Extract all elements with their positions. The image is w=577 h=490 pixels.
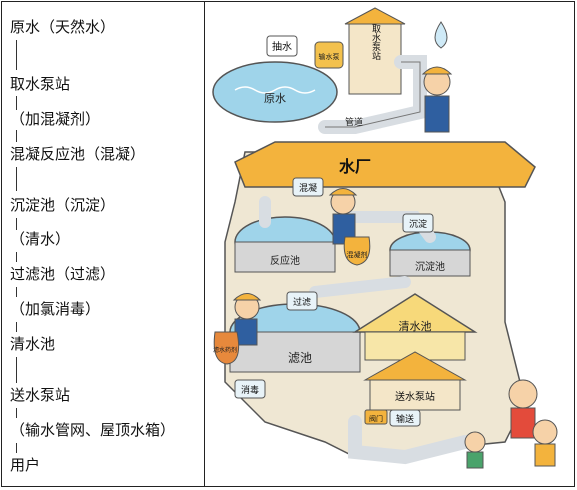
plant-title: 水厂 xyxy=(339,157,371,176)
flow-connector xyxy=(16,252,17,262)
flow-connector xyxy=(16,287,17,297)
pipe-label: 管道 xyxy=(345,116,363,128)
filter-tag: 过滤 xyxy=(293,296,311,308)
clear-tank-label: 清水池 xyxy=(399,320,432,333)
water-plant-illustration: 原水 抽水 输水泵 取水泵站 管道 水厂 xyxy=(205,2,576,486)
transport-tag: 输送 xyxy=(396,413,414,425)
step-delivery-pump-station: 送水泵站 xyxy=(10,386,71,404)
intake-station-building xyxy=(348,23,402,95)
coagulation-tag: 混凝 xyxy=(299,183,317,194)
flow-connector xyxy=(16,40,17,70)
step-intake-pump-station: 取水泵站 xyxy=(10,75,71,93)
purifier-bag xyxy=(213,331,240,365)
step-user: 用户 xyxy=(10,456,41,474)
valve-tag: 阀门 xyxy=(369,414,383,423)
user-child-figure xyxy=(508,379,538,409)
flow-connector xyxy=(16,322,17,332)
svg-text:混凝剂: 混凝剂 xyxy=(347,250,368,259)
coagulant-bag xyxy=(343,236,371,266)
step-clear-water: （清水） xyxy=(10,230,71,248)
step-coagulation-tank: 混凝反应池（混凝） xyxy=(10,145,146,163)
delivery-pipe xyxy=(348,415,472,465)
reaction-tank-label: 反应池 xyxy=(270,254,300,267)
step-clean-water-reservoir: 清水池 xyxy=(10,335,56,353)
flow-connector xyxy=(16,408,17,418)
intake-station-roof xyxy=(344,7,406,25)
plant-roof xyxy=(234,141,536,188)
water-drop-mascot xyxy=(434,21,448,49)
step-chlorination: （加氯消毒） xyxy=(10,300,101,318)
flow-steps-column: 原水（天然水） 取水泵站 （加混凝剂） 混凝反应池（混凝） 沉淀池（沉淀） （清… xyxy=(2,2,204,486)
pump-machine xyxy=(314,41,344,69)
flow-connector xyxy=(16,130,17,142)
flow-connector xyxy=(16,357,17,383)
flow-connector xyxy=(16,96,17,110)
step-raw-water: 原水（天然水） xyxy=(10,18,116,36)
filter-tank-label: 滤池 xyxy=(288,351,312,365)
delivery-station-label: 送水泵站 xyxy=(395,390,435,403)
delivery-station-building xyxy=(369,379,461,411)
step-filter-tank: 过滤池（过滤） xyxy=(10,265,116,283)
svg-text:取水泵站: 取水泵站 xyxy=(370,24,381,61)
flow-connector xyxy=(16,218,17,230)
column-divider xyxy=(204,2,205,486)
step-sedimentation-tank: 沉淀池（沉淀） xyxy=(10,196,116,214)
raw-water-label: 原水 xyxy=(264,92,286,105)
svg-text:输水泵: 输水泵 xyxy=(319,52,340,61)
step-add-coagulant: （加混凝剂） xyxy=(10,110,101,128)
user-child-figure xyxy=(532,419,558,445)
flow-connector xyxy=(16,443,17,453)
sediment-tag: 沉淀 xyxy=(409,218,427,230)
sedimentation-tank-label: 沉淀池 xyxy=(415,260,445,273)
step-distribution-network: （输水管网、屋顶水箱） xyxy=(10,421,176,439)
pump-label: 抽水 xyxy=(272,40,292,53)
disinfect-tag: 消毒 xyxy=(241,384,259,396)
raw-water-reservoir xyxy=(212,61,338,123)
flow-connector xyxy=(16,167,17,191)
svg-text:滤水药剂: 滤水药剂 xyxy=(213,346,237,354)
